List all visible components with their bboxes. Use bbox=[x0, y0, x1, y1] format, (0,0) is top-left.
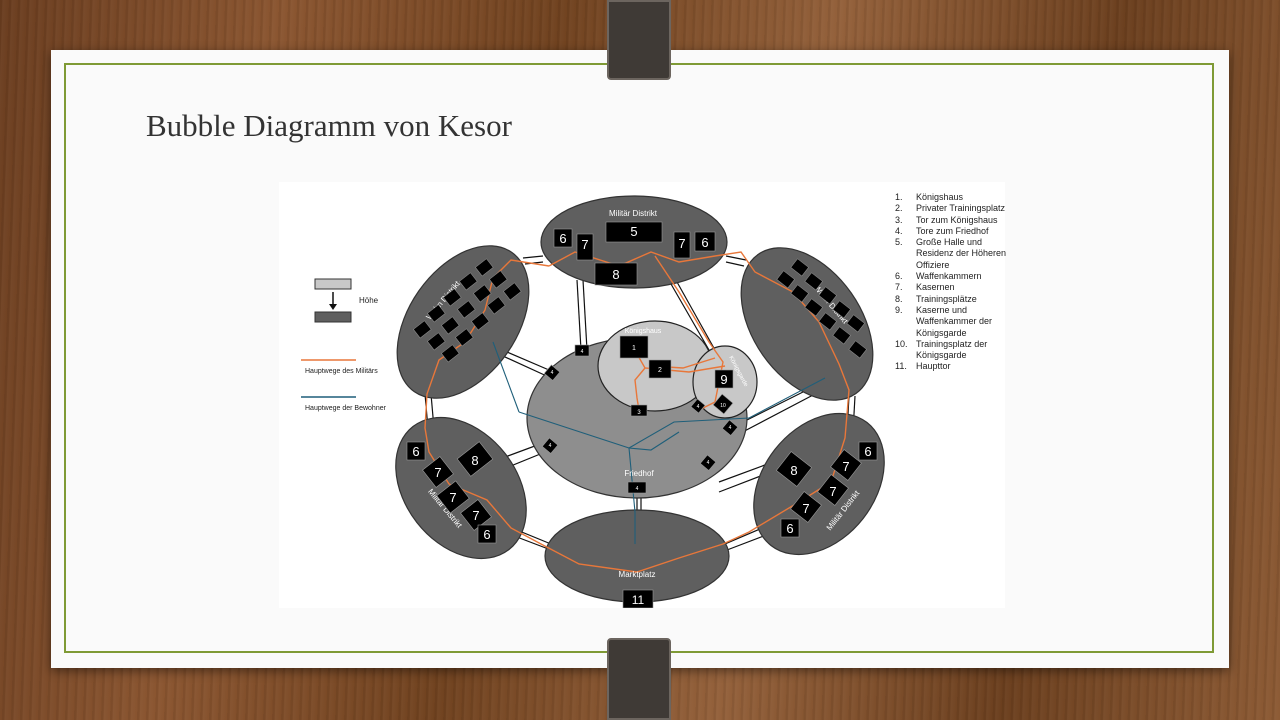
svg-text:4: 4 bbox=[551, 370, 554, 376]
marker-7: 7 bbox=[817, 474, 849, 506]
svg-text:8: 8 bbox=[612, 267, 619, 282]
label-cemetery: Friedhof bbox=[624, 469, 654, 478]
svg-text:6: 6 bbox=[864, 444, 871, 459]
height-label: Höhe bbox=[359, 296, 379, 305]
residential-left-buildings bbox=[412, 258, 522, 363]
marketplace-bubble bbox=[544, 509, 730, 603]
military-path-label: Hauptwege des Militärs bbox=[305, 368, 378, 375]
residential-right-bubble bbox=[740, 247, 874, 401]
residential-right-buildings bbox=[776, 258, 868, 359]
svg-text:4: 4 bbox=[707, 460, 710, 466]
slide-title: Bubble Diagramm von Kesor bbox=[146, 108, 512, 143]
diagram-svg: Höhe Hauptwege des Militärs Hauptwege de… bbox=[301, 195, 885, 608]
legend-item: 8.Trainingsplätze bbox=[895, 293, 977, 304]
legend-item: 2.Privater Trainingsplatz bbox=[895, 203, 1006, 214]
svg-text:11: 11 bbox=[632, 593, 645, 607]
svg-text:7: 7 bbox=[581, 237, 588, 252]
bottom-clip bbox=[607, 638, 671, 720]
arrow-down-icon-head bbox=[329, 304, 337, 310]
height-high-swatch bbox=[314, 278, 352, 290]
marker-7: 7 bbox=[460, 499, 492, 531]
svg-text:6: 6 bbox=[786, 521, 793, 536]
marker-3: 3 bbox=[630, 404, 648, 417]
marker-7: 7 bbox=[422, 456, 454, 488]
svg-text:4: 4 bbox=[697, 404, 700, 410]
marker-6: 6 bbox=[694, 231, 716, 252]
marker-4-e: 4 bbox=[699, 454, 717, 471]
numbered-legend: 1.Königshaus 2.Privater Trainingsplatz 3… bbox=[895, 192, 1007, 373]
svg-text:2: 2 bbox=[658, 367, 662, 374]
svg-text:3: 3 bbox=[637, 410, 641, 416]
svg-text:7: 7 bbox=[842, 459, 849, 474]
svg-text:7: 7 bbox=[434, 465, 441, 480]
marker-8: 8 bbox=[594, 262, 638, 286]
svg-text:7: 7 bbox=[802, 501, 809, 516]
marker-4-guard: 4 bbox=[690, 398, 706, 414]
svg-text:8: 8 bbox=[790, 463, 797, 478]
label-marketplace: Marktplatz bbox=[619, 570, 656, 579]
legend-item: 1.Königshaus bbox=[895, 192, 964, 202]
marker-6: 6 bbox=[406, 441, 426, 461]
marker-10: 10 bbox=[712, 393, 734, 415]
marker-8: 8 bbox=[775, 451, 813, 487]
marker-6: 6 bbox=[780, 518, 800, 538]
bubble-diagram: Höhe Hauptwege des Militärs Hauptwege de… bbox=[279, 182, 1005, 608]
marker-4-ne: 4 bbox=[574, 344, 590, 357]
legend-item: 7.Kasernen bbox=[895, 282, 955, 293]
marker-7: 7 bbox=[436, 480, 470, 514]
svg-text:7: 7 bbox=[829, 484, 836, 499]
svg-text:1: 1 bbox=[632, 345, 636, 352]
legend-item: 11.Haupttor bbox=[895, 361, 951, 372]
svg-text:7: 7 bbox=[472, 508, 479, 523]
marker-4-s: 4 bbox=[627, 481, 647, 494]
svg-text:6: 6 bbox=[559, 231, 566, 246]
svg-text:5: 5 bbox=[630, 224, 637, 239]
legend-item: 4.Tore zum Friedhof bbox=[895, 225, 989, 236]
top-clip bbox=[607, 0, 671, 80]
marker-5: 5 bbox=[605, 221, 663, 243]
marker-4-se: 4 bbox=[721, 419, 739, 436]
svg-text:4: 4 bbox=[581, 349, 584, 355]
marker-4-nw: 4 bbox=[543, 364, 561, 381]
marker-6: 6 bbox=[477, 524, 497, 544]
marker-6: 6 bbox=[553, 228, 573, 248]
military-paths bbox=[424, 251, 850, 573]
marker-2: 2 bbox=[648, 359, 672, 379]
legend-item: 3.Tor zum Königshaus bbox=[895, 214, 998, 225]
marker-7: 7 bbox=[790, 491, 822, 523]
marker-11: 11 bbox=[622, 589, 654, 608]
svg-text:4: 4 bbox=[549, 443, 552, 449]
marker-6: 6 bbox=[858, 441, 878, 461]
svg-text:8: 8 bbox=[471, 453, 478, 468]
svg-text:9: 9 bbox=[720, 372, 727, 387]
marker-7: 7 bbox=[576, 233, 594, 261]
marker-8: 8 bbox=[456, 441, 494, 477]
residential-left-bubble bbox=[396, 245, 530, 399]
svg-text:10: 10 bbox=[720, 403, 726, 409]
marker-7: 7 bbox=[673, 231, 691, 259]
svg-text:6: 6 bbox=[412, 444, 419, 459]
marker-7: 7 bbox=[830, 449, 862, 481]
marker-1: 1 bbox=[619, 335, 649, 359]
svg-text:6: 6 bbox=[483, 527, 490, 542]
svg-text:7: 7 bbox=[449, 490, 456, 505]
svg-text:6: 6 bbox=[701, 235, 708, 250]
resident-path-label: Hauptwege der Bewohner bbox=[305, 405, 387, 412]
marker-9: 9 bbox=[714, 369, 734, 389]
height-low-swatch bbox=[314, 311, 352, 323]
label-royal-house: Königshaus bbox=[625, 328, 662, 335]
resident-paths bbox=[492, 341, 826, 544]
legend-item: 10.Trainingsplatz der Königsgarde bbox=[895, 338, 988, 361]
legend-item: 9.Kaserne und Waffenkammer der Königsgar… bbox=[895, 304, 993, 338]
marker-4-w: 4 bbox=[541, 437, 559, 454]
legend-item: 6.Waffenkammern bbox=[895, 271, 982, 282]
legend-item: 5.Große Halle und Residenz der Höheren O… bbox=[895, 237, 1007, 270]
numbered-markers: 5 6 7 7 6 8 1 2 bbox=[406, 221, 878, 608]
label-military-top: Militär Distrikt bbox=[609, 209, 658, 218]
svg-text:4: 4 bbox=[729, 425, 732, 431]
svg-text:4: 4 bbox=[636, 486, 639, 492]
svg-text:7: 7 bbox=[678, 236, 685, 251]
